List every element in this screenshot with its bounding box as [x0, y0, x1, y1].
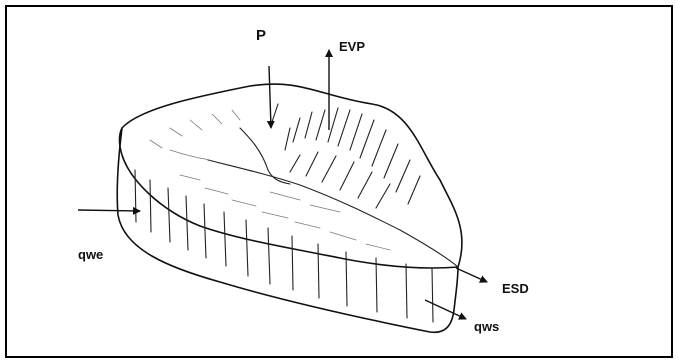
inflow-label: qwe: [78, 247, 103, 262]
subsurface-outflow-label: qws: [474, 319, 499, 334]
figure-frame: [6, 6, 672, 357]
precipitation-label: P: [256, 27, 266, 44]
evaporation-label: EVP: [339, 39, 365, 54]
inflow-arrow: [78, 210, 140, 211]
surface-outflow-label: ESD: [502, 281, 529, 296]
